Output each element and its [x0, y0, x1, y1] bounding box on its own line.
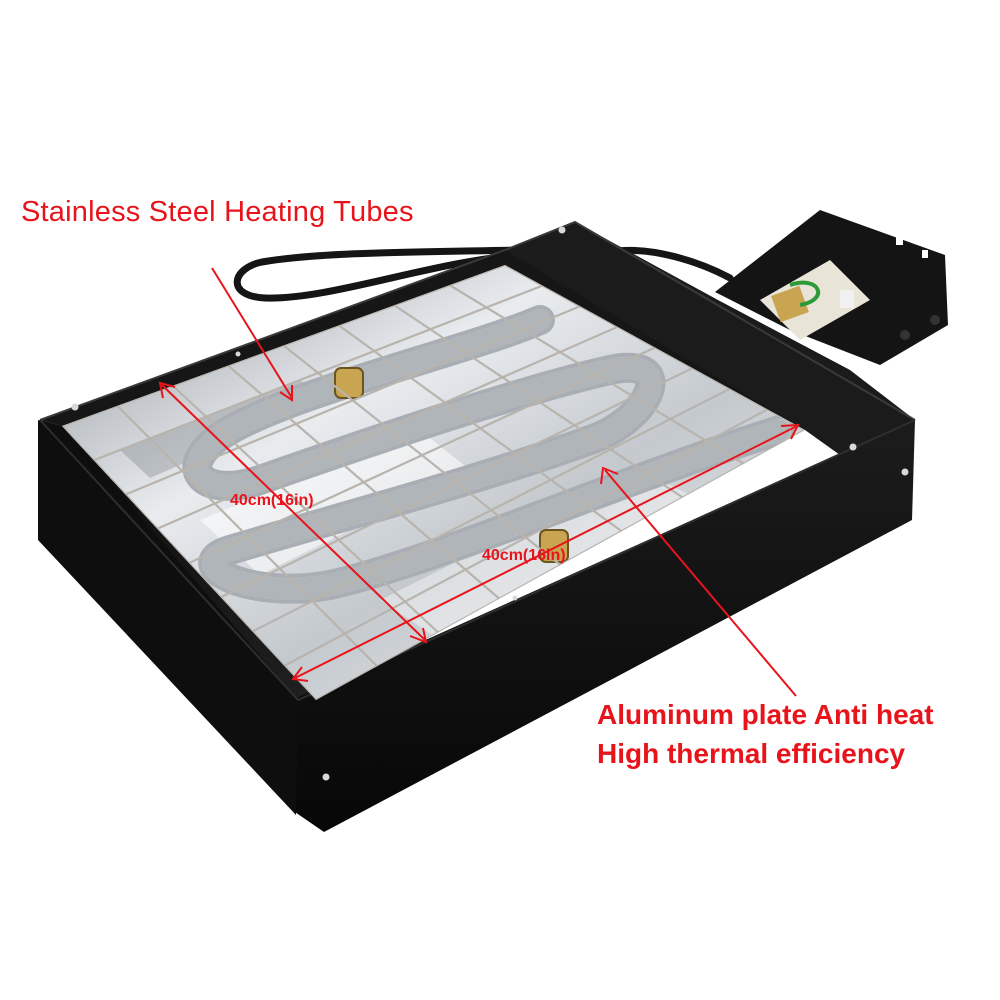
grid-wire	[393, 304, 684, 499]
grid-wire	[504, 265, 805, 431]
grid-wire	[338, 324, 623, 533]
annotation-arrows	[158, 267, 800, 697]
wire-grid	[62, 265, 805, 700]
aluminum-plate-callout: Aluminum plate Anti heat	[597, 699, 934, 730]
terminal-box	[715, 210, 948, 365]
heating-tubes-callout: Stainless Steel Heating Tubes	[21, 196, 414, 228]
width-dimension-label: 40cm(16in)	[482, 547, 566, 564]
power-cord	[233, 246, 524, 302]
thermal-efficiency-callout: High thermal efficiency	[597, 738, 906, 769]
grid-wire	[188, 346, 656, 564]
grid-wire	[449, 284, 745, 465]
grid-wire	[315, 429, 805, 700]
grid-wire	[220, 367, 693, 599]
grid-wire	[252, 387, 731, 633]
housing-front-face	[292, 420, 915, 832]
grid-wire	[283, 408, 769, 667]
housing-rear-plate	[505, 222, 915, 455]
depth-dimension-label: 40cm(16in)	[230, 492, 314, 509]
housing-left-face	[38, 420, 298, 815]
